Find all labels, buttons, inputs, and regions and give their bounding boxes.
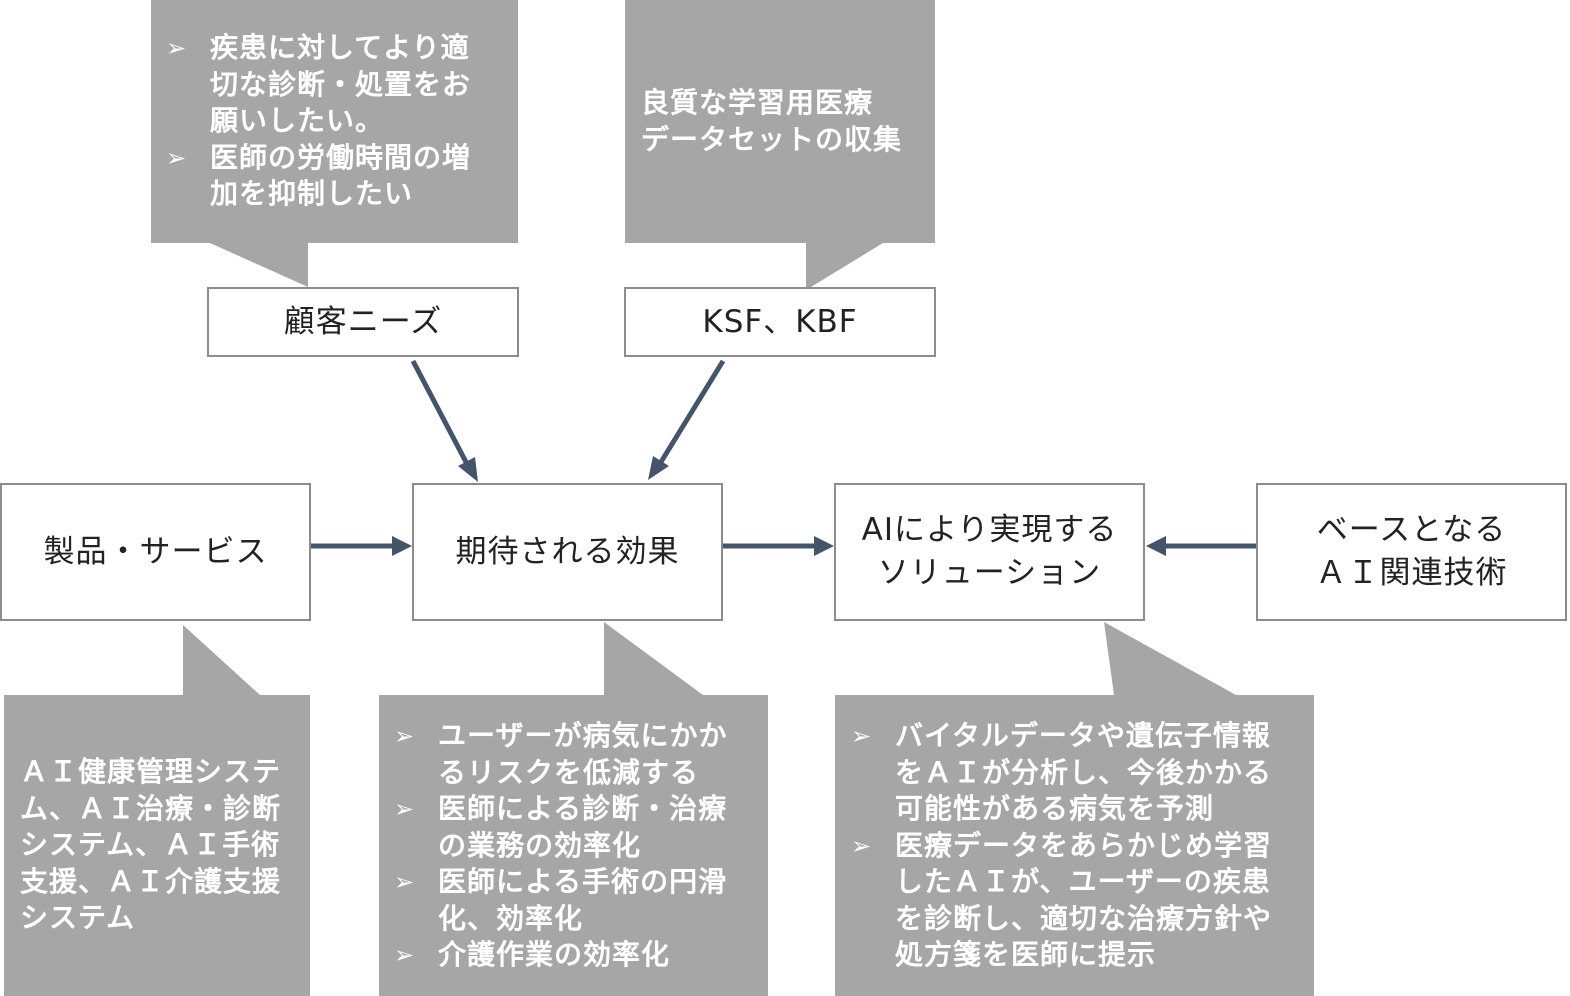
ai-solution-bullet-line: したＡＩが、ユーザーの疾患 [895,865,1271,898]
node-customer-needs: 顧客ニーズ [207,287,519,357]
callout-products-services: ＡＩ健康管理システム、ＡＩ治療・診断システム、ＡＩ手術支援、ＡＩ介護支援システム [20,754,308,937]
callout-expected-effects: ユーザーが病気にかかるリスクを低減する医師による診断・治療の業務の効率化医師によ… [394,718,766,974]
expected-effects-bullet-line: るリスクを低減する [438,755,700,789]
node-ai-solution-line-1: AIにより実現する [861,512,1118,548]
ai-solution-bullet-line: 処方箋を医師に提示 [895,938,1157,971]
connector-needs-to-effects [410,359,478,482]
customer-needs-bullet-line: 加を抑制したい [210,177,414,210]
node-ksf-kbf: KSF、KBF [624,287,936,357]
connector-tech-to-solution [1146,536,1256,556]
ai-solution-bullet-line: 医療データをあらかじめ学習 [895,828,1273,862]
ksf-kbf-lines: 良質な学習用医療データセットの収集 [641,85,931,158]
customer-needs-bullet-line: 医師の労働時間の増 [210,140,472,174]
customer-needs-bullet-line: 疾患に対してより適 [210,31,470,64]
expected-effects-bullet-list: ユーザーが病気にかかるリスクを低減する医師による診断・治療の業務の効率化医師によ… [394,718,766,974]
ai-solution-bullet-line: を診断し、適切な治療方針や [895,901,1273,935]
node-expected-effects: 期待される効果 [412,483,723,621]
ai-solution-bullet: 医療データをあらかじめ学習したＡＩが、ユーザーの疾患を診断し、適切な治療方針や処… [851,828,1311,974]
node-base-ai-tech-line-1: ベースとなる [1316,512,1507,548]
callout-ksf-kbf: 良質な学習用医療データセットの収集 [641,85,931,158]
node-products-services-label: 製品・サービス [43,533,268,570]
expected-effects-bullet-line: 医師による手術の円滑 [438,865,728,898]
ai-solution-bullet-line: をＡＩが分析し、今後かかる [895,755,1273,789]
customer-needs-bullet-line: 願いしたい。 [210,104,385,137]
expected-effects-bullet: 介護作業の効率化 [394,937,766,974]
products-services-line: ＡＩ健康管理システ [20,755,282,788]
expected-effects-bullet-line: ユーザーが病気にかか [438,719,728,752]
products-services-line: ム、ＡＩ治療・診断 [20,791,282,825]
node-expected-effects-label: 期待される効果 [455,533,680,570]
expected-effects-bullet-line: の業務の効率化 [438,828,642,862]
products-services-line: システム [20,901,136,934]
node-ai-solution-line-2: ソリューション [877,555,1102,591]
node-ai-solution: AIにより実現する ソリューション [834,483,1145,621]
connector-ksf-to-effects [648,359,726,480]
ai-solution-bullet-list: バイタルデータや遺伝子情報をＡＩが分析し、今後かかる可能性がある病気を予測医療デ… [851,718,1311,974]
products-services-line: 支援、ＡＩ介護支援 [20,864,282,898]
products-services-lines: ＡＩ健康管理システム、ＡＩ治療・診断システム、ＡＩ手術支援、ＡＩ介護支援システム [20,754,308,937]
customer-needs-bullet-line: 切な診断・処置をお [210,67,472,101]
expected-effects-bullet-line: 化、効率化 [438,901,584,935]
ai-solution-bullet-line: バイタルデータや遺伝子情報 [895,719,1271,752]
ksf-kbf-line: 良質な学習用医療 [641,86,874,119]
node-products-services: 製品・サービス [0,483,311,621]
callout-shape-ksf-kbf [625,0,935,290]
expected-effects-bullet-line: 医師による診断・治療 [438,792,728,825]
ksf-kbf-line: データセットの収集 [641,122,903,156]
callout-shape-products-services [4,625,310,996]
connector-products-to-effects [311,536,412,556]
node-base-ai-tech-line-2: ＡＩ関連技術 [1315,555,1508,591]
ai-solution-bullet-line: 可能性がある病気を予測 [895,792,1215,825]
expected-effects-bullet-line: 介護作業の効率化 [438,938,671,971]
node-ksf-kbf-label: KSF、KBF [702,303,858,340]
connector-effects-to-solution [723,536,834,556]
node-customer-needs-label: 顧客ニーズ [283,303,443,340]
products-services-line: システム、ＡＩ手術 [20,828,281,861]
node-base-ai-tech: ベースとなる ＡＩ関連技術 [1256,483,1567,621]
callout-ai-solution: バイタルデータや遺伝子情報をＡＩが分析し、今後かかる可能性がある病気を予測医療デ… [851,718,1311,974]
